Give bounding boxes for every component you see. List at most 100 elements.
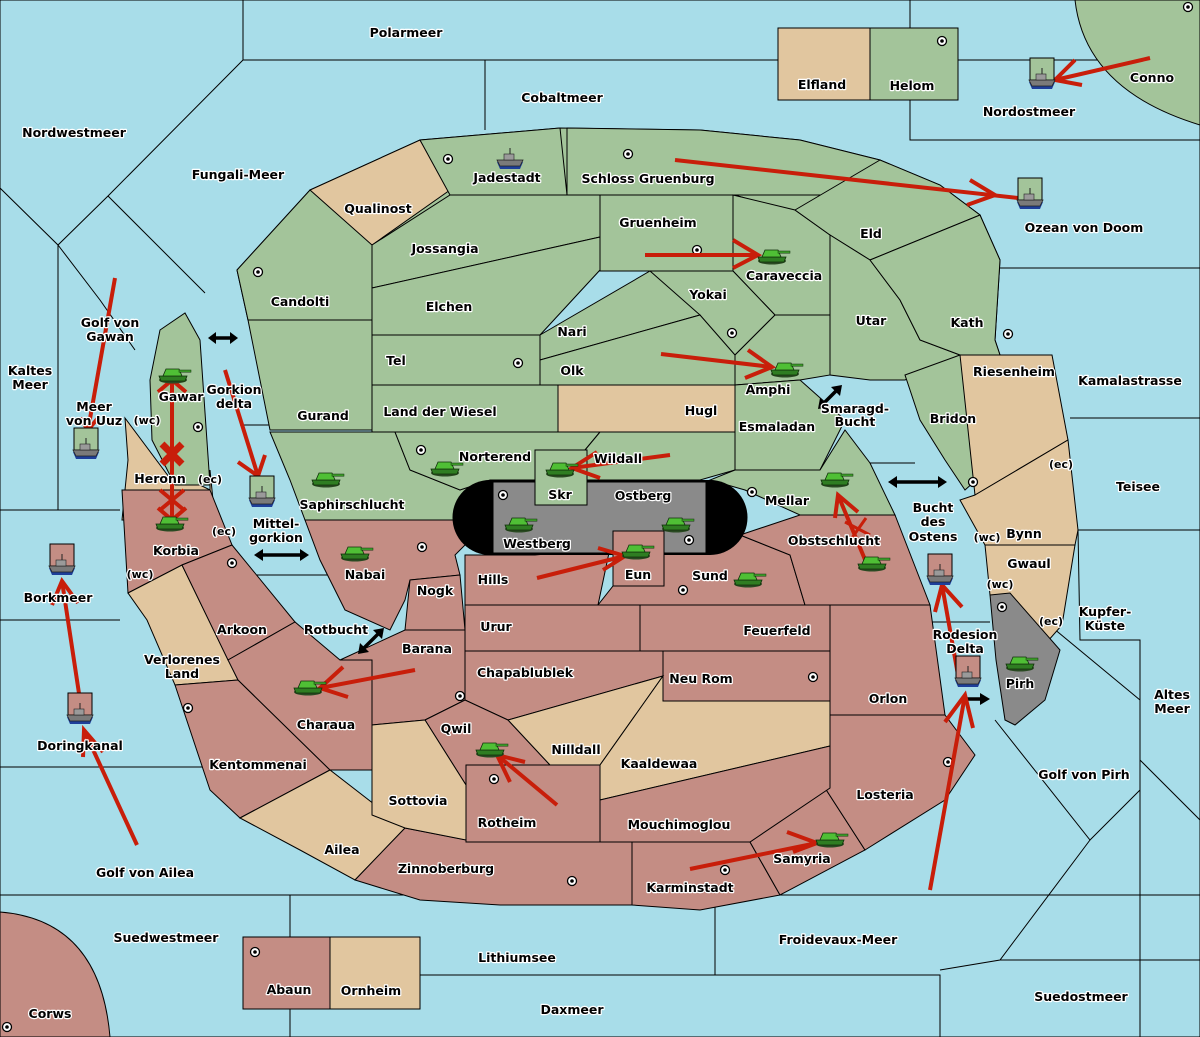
label-gawar-wc: (wc) bbox=[134, 414, 161, 427]
territory-mouchimoglou[interactable] bbox=[599, 745, 831, 843]
label-charaua: Charaua bbox=[297, 717, 355, 732]
label-nordostmeer: Nordostmeer bbox=[983, 104, 1076, 119]
territory-ornheim[interactable] bbox=[329, 936, 421, 1010]
territory-rotheim[interactable] bbox=[465, 764, 601, 843]
label-golf-pirh: Golf von Pirh bbox=[1038, 767, 1129, 782]
label-yokai: Yokai bbox=[688, 287, 727, 302]
label-gwaul-wc: (wc) bbox=[987, 578, 1014, 591]
label-heronn-ec: (ec) bbox=[198, 473, 222, 486]
label-altes-2: Meer bbox=[1154, 701, 1190, 716]
order-arrow bbox=[660, 348, 777, 380]
territory-obstschlucht[interactable] bbox=[738, 514, 931, 606]
label-amphi: Amphi bbox=[746, 382, 791, 397]
label-altes-1: Altes bbox=[1154, 687, 1190, 702]
label-ornheim: Ornheim bbox=[341, 983, 401, 998]
label-wiesel: Land der Wiesel bbox=[383, 404, 496, 419]
red-power-territories bbox=[121, 489, 976, 911]
arrow-right-icon bbox=[967, 693, 990, 705]
territory-neu-rom[interactable] bbox=[662, 650, 831, 702]
label-kath: Kath bbox=[951, 315, 984, 330]
label-urur: Urur bbox=[480, 619, 512, 634]
label-ozean: Ozean von Doom bbox=[1025, 220, 1144, 235]
double-arrow-icon bbox=[818, 385, 842, 409]
double-arrow-icon bbox=[254, 549, 309, 561]
order-arrow bbox=[50, 576, 82, 701]
label-teisee: Teisee bbox=[1116, 479, 1160, 494]
label-conno: Conno bbox=[1130, 70, 1175, 85]
label-bucht-3: Ostens bbox=[909, 529, 958, 544]
label-losteria: Losteria bbox=[856, 787, 913, 802]
label-doringkanal: Doringkanal bbox=[37, 738, 123, 753]
order-arrow bbox=[645, 238, 763, 270]
territory-corws[interactable] bbox=[0, 911, 111, 1037]
label-nari: Nari bbox=[557, 324, 586, 339]
units bbox=[48, 57, 1056, 848]
label-zinnoberburg: Zinnoberburg bbox=[398, 861, 494, 876]
label-mellar: Mellar bbox=[765, 493, 810, 508]
label-polarmeer: Polarmeer bbox=[370, 25, 444, 40]
label-esmaladan: Esmaladan bbox=[739, 419, 815, 434]
label-nordwestmeer: Nordwestmeer bbox=[22, 125, 127, 140]
label-mittel-2: gorkion bbox=[249, 530, 303, 545]
label-barana: Barana bbox=[402, 641, 452, 656]
label-cobaltmeer: Cobaltmeer bbox=[521, 90, 603, 105]
label-lithiumsee: Lithiumsee bbox=[478, 950, 556, 965]
label-uuz-1: Meer bbox=[76, 399, 112, 414]
label-froidevaux: Froidevaux-Meer bbox=[779, 932, 898, 947]
territory-land-der-wiesel[interactable] bbox=[371, 384, 559, 433]
label-eld: Eld bbox=[860, 226, 882, 241]
green-power-territories bbox=[149, 127, 1011, 521]
label-uuz-2: von Uuz bbox=[66, 413, 122, 428]
label-borkmeer: Borkmeer bbox=[24, 590, 94, 605]
label-obst: Obstschlucht bbox=[788, 533, 880, 548]
label-bynn-ec: (ec) bbox=[1049, 458, 1073, 471]
label-jossangia: Jossangia bbox=[410, 241, 478, 256]
label-karminstadt: Karminstadt bbox=[646, 880, 733, 895]
label-mouchi: Mouchimoglou bbox=[628, 817, 731, 832]
label-suedwestmeer: Suedwestmeer bbox=[114, 930, 220, 945]
territory-tel[interactable] bbox=[371, 334, 541, 386]
label-heronn: Heronn bbox=[134, 471, 186, 486]
label-westberg: Westberg bbox=[503, 536, 571, 551]
double-arrow-icon bbox=[358, 628, 384, 654]
label-samyria: Samyria bbox=[773, 851, 831, 866]
label-rotheim: Rotheim bbox=[478, 815, 537, 830]
label-skr: Skr bbox=[548, 487, 572, 502]
label-kupfer-1: Kupfer- bbox=[1079, 604, 1132, 619]
label-chapa: Chapablublek bbox=[477, 665, 574, 680]
territory-gruenheim[interactable] bbox=[599, 194, 734, 272]
connection-arrows bbox=[208, 332, 990, 705]
label-sottovia: Sottovia bbox=[389, 793, 448, 808]
label-kentommenai: Kentommenai bbox=[209, 757, 307, 772]
order-arrow bbox=[674, 158, 1019, 207]
label-schloss: Schloss Gruenburg bbox=[581, 171, 714, 186]
failed-order-icon bbox=[159, 441, 185, 467]
label-korbia-ec: (ec) bbox=[212, 525, 236, 538]
label-gorkion-2: delta bbox=[216, 396, 252, 411]
label-korbia-wc: (wc) bbox=[127, 568, 154, 581]
label-candolti: Candolti bbox=[271, 294, 330, 309]
territory-feuerfeld[interactable] bbox=[639, 604, 831, 652]
label-bynn-wc: (wc) bbox=[974, 531, 1001, 544]
label-gruenheim: Gruenheim bbox=[619, 215, 696, 230]
label-hugl: Hugl bbox=[685, 403, 718, 418]
label-verlorenes-2: Land bbox=[165, 666, 199, 681]
label-caraveccia: Caraveccia bbox=[746, 268, 822, 283]
label-mittel-1: Mittel- bbox=[253, 516, 300, 531]
label-arkoon: Arkoon bbox=[217, 622, 267, 637]
label-ailea: Ailea bbox=[324, 842, 359, 857]
label-sund: Sund bbox=[692, 568, 728, 583]
label-qualinost: Qualinost bbox=[344, 201, 411, 216]
territory-westberg-ostberg[interactable] bbox=[492, 481, 707, 554]
label-smaragd-2: Bucht bbox=[835, 414, 876, 429]
label-elfland: Elfland bbox=[798, 77, 846, 92]
label-wildall: Wildall bbox=[594, 451, 642, 466]
label-kaltes-1: Kaltes bbox=[8, 363, 52, 378]
label-gorkion-1: Gorkion bbox=[206, 382, 261, 397]
territory-urur[interactable] bbox=[464, 604, 641, 652]
label-daxmeer: Daxmeer bbox=[540, 1002, 604, 1017]
label-korbia: Korbia bbox=[153, 543, 199, 558]
territory-skr-overlay[interactable] bbox=[534, 449, 588, 506]
order-arrow-failed bbox=[833, 491, 868, 563]
